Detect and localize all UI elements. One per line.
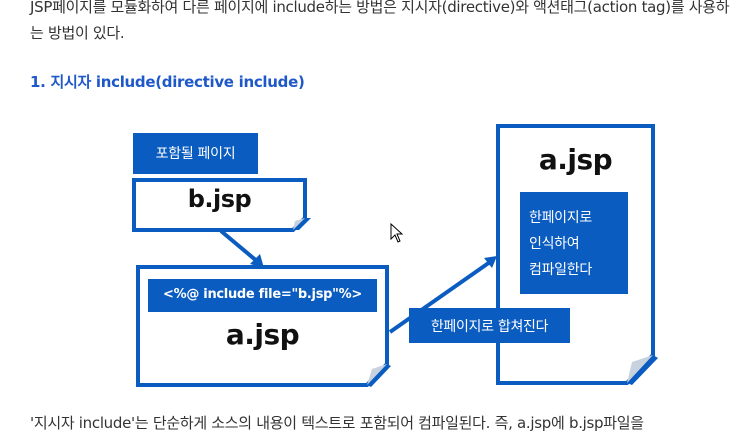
b-jsp-filename: b.jsp	[187, 185, 252, 213]
merge-label-box	[409, 308, 570, 343]
a-jsp-filename: a.jsp	[225, 318, 300, 351]
merge-label: 한페이지로 합쳐진다	[430, 319, 549, 335]
arrow-b-to-a	[219, 229, 264, 268]
result-desc-line-1: 한페이지로	[529, 210, 592, 226]
b-jsp-document	[132, 178, 311, 232]
directive-code-box	[148, 279, 377, 312]
mouse-pointer-icon	[390, 223, 404, 243]
included-label-box	[133, 133, 258, 174]
section-heading: 1. 지시자 include(directive include)	[30, 73, 305, 91]
result-a-jsp-filename: a.jsp	[538, 143, 613, 176]
intro-paragraph: JSP페이지를 모듈화하여 다른 페이지에 include하는 방법은 지시자(…	[30, 0, 730, 42]
included-page-label: 포함될 페이지	[155, 146, 236, 162]
explanation-paragraph: '지시자 include'는 단순하게 소스의 내용이 텍스트로 포함되어 컴파…	[30, 414, 644, 432]
result-desc-box	[520, 192, 628, 294]
directive-code: <%@ include file="b.jsp"%>	[163, 287, 362, 302]
arrow-a-to-result	[388, 256, 497, 334]
result-desc-line-2: 인식하여	[529, 236, 580, 252]
result-desc-line-3: 컴파일한다	[529, 262, 592, 278]
